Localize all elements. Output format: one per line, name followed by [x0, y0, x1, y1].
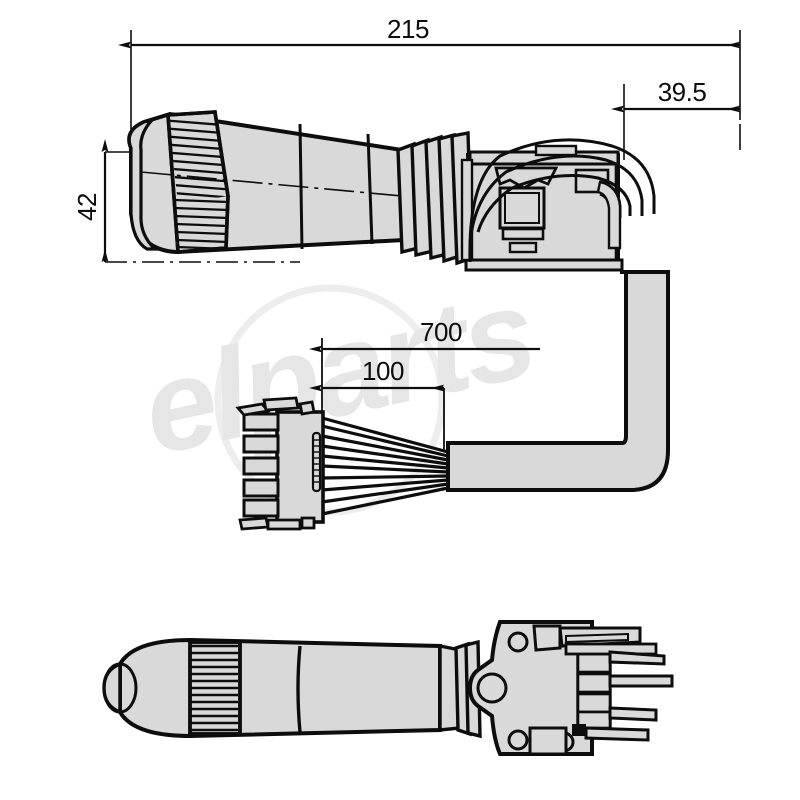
harness-trunk — [446, 270, 670, 492]
dimension-42: 42 — [72, 139, 109, 262]
bottom-knurl-hatching — [190, 644, 238, 732]
harness-wires — [321, 416, 449, 516]
dimension-700-label: 700 — [420, 317, 462, 347]
dimension-215: 215 — [118, 14, 740, 49]
dimension-39-5-label: 39.5 — [658, 77, 707, 107]
switch-housing — [460, 144, 624, 272]
dimension-39-5: 39.5 — [611, 77, 740, 113]
harness-connector — [235, 396, 325, 531]
terminal-pins — [584, 650, 674, 742]
dimension-100: 100 — [309, 356, 444, 392]
bottom-view — [102, 620, 674, 756]
dimension-100-label: 100 — [362, 356, 404, 386]
dimension-215-label: 215 — [387, 14, 429, 44]
stalk-lever — [127, 110, 407, 255]
dimension-42-label: 42 — [72, 193, 102, 221]
cable-loop-fill — [596, 180, 622, 250]
knurl-hatching-lower — [174, 198, 229, 251]
top-view: 215 39.5 42 — [72, 14, 741, 492]
bottom-stalk-lever — [102, 637, 462, 739]
dimension-700: 700 — [309, 317, 540, 353]
harness-view: 700 100 — [235, 317, 540, 531]
